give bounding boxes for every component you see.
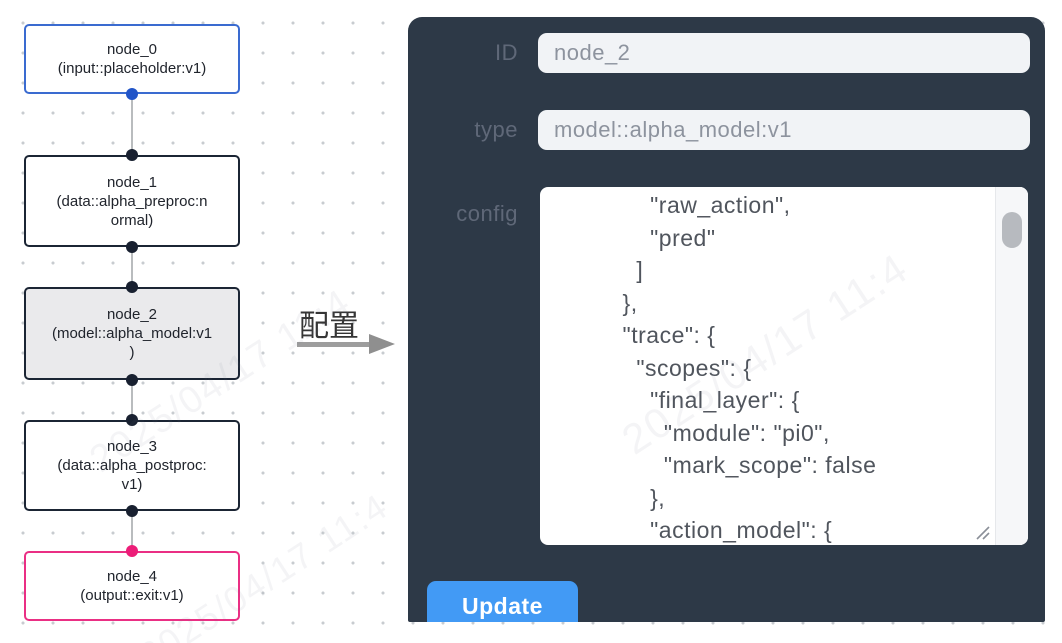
edge-node2-node3[interactable]	[131, 380, 133, 420]
arrow-right-icon	[369, 334, 395, 354]
node-3-target-handle[interactable]	[126, 414, 138, 426]
scrollbar-thumb[interactable]	[1002, 212, 1022, 248]
node-label: node_3 (data::alpha_postproc: v1)	[57, 438, 207, 493]
update-button[interactable]: Update	[427, 581, 578, 622]
edge-node1-node2[interactable]	[131, 247, 133, 287]
node-node_2-selected[interactable]: node_2 (model::alpha_model:v1 )	[24, 287, 240, 380]
type-label: type	[474, 117, 518, 142]
scrollbar-track[interactable]	[995, 187, 1028, 545]
config-json-text: "raw_action", "pred" ] }, "trace": { "sc…	[622, 192, 877, 543]
node-label: node_2 (model::alpha_model:v1 )	[51, 306, 213, 361]
node-node_1[interactable]: node_1 (data::alpha_preproc:n ormal)	[24, 155, 240, 247]
config-textarea[interactable]: "raw_action", "pred" ] }, "trace": { "sc…	[540, 187, 1028, 545]
config-label: config	[456, 201, 518, 226]
node-label: node_0 (input::placeholder:v1)	[57, 41, 207, 77]
config-annotation-label: 配置	[299, 310, 359, 343]
node-node_4[interactable]: node_4 (output::exit:v1)	[24, 551, 240, 621]
edge-node3-node4[interactable]	[131, 511, 133, 551]
node-4-target-handle[interactable]	[126, 545, 138, 557]
node-node_0[interactable]: node_0 (input::placeholder:v1)	[24, 24, 240, 94]
node-0-source-handle[interactable]	[126, 88, 138, 100]
node-2-target-handle[interactable]	[126, 281, 138, 293]
node-2-source-handle[interactable]	[126, 374, 138, 386]
edge-node0-node1[interactable]	[131, 94, 133, 155]
resize-handle-icon[interactable]	[974, 524, 992, 542]
node-label: node_4 (output::exit:v1)	[80, 568, 184, 604]
node-node_3[interactable]: node_3 (data::alpha_postproc: v1)	[24, 420, 240, 511]
id-label: ID	[495, 40, 518, 65]
type-input[interactable]	[538, 110, 1030, 150]
arrow-right-icon	[297, 342, 371, 347]
node-1-target-handle[interactable]	[126, 149, 138, 161]
node-1-source-handle[interactable]	[126, 241, 138, 253]
node-3-source-handle[interactable]	[126, 505, 138, 517]
node-label: node_1 (data::alpha_preproc:n ormal)	[56, 173, 208, 229]
config-panel: ID type config "raw_action", "pred" ] },…	[408, 17, 1045, 622]
id-input[interactable]	[538, 33, 1030, 73]
